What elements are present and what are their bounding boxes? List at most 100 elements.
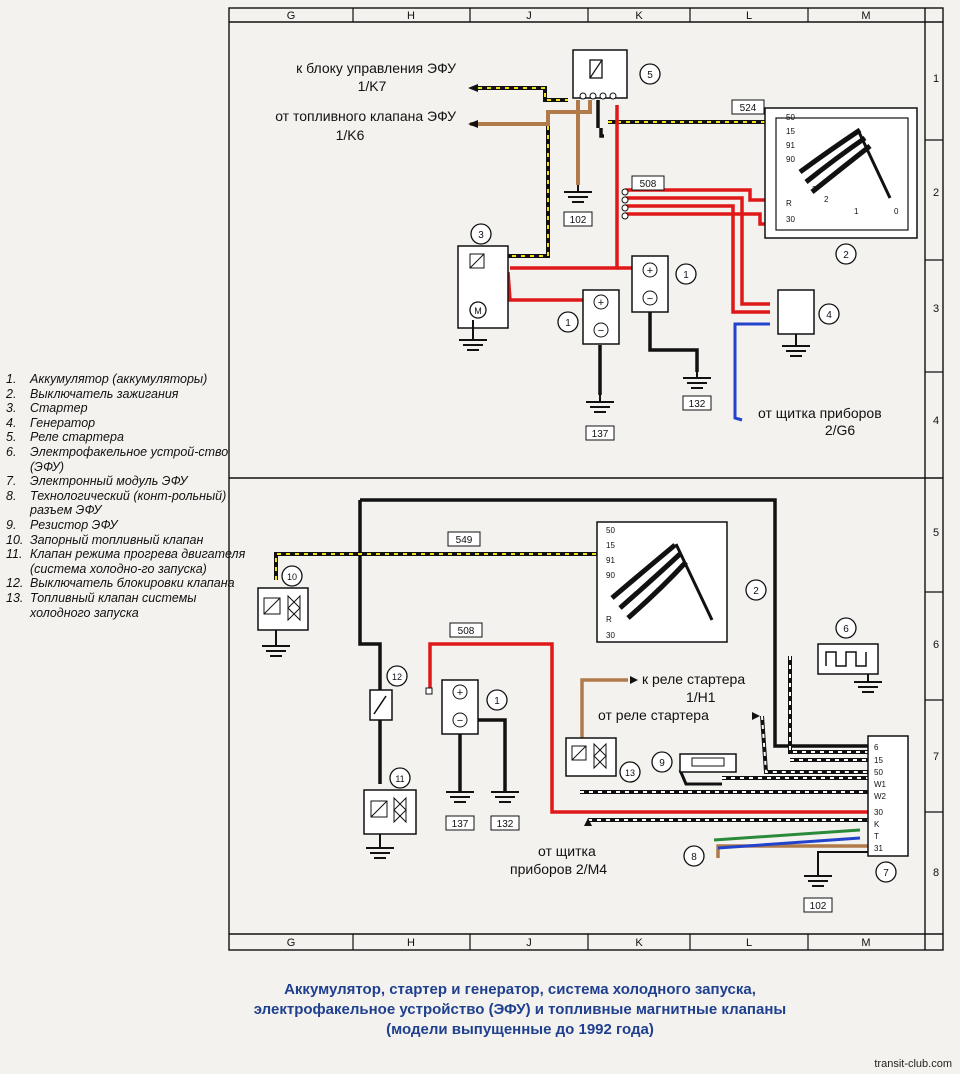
caption-line: электрофакельное устройство (ЭФУ) и топл… [253,1001,787,1018]
battery-b: + − [582,289,620,345]
legend-item: 4.Генератор [6,416,256,431]
legend-item: 7.Электронный модуль ЭФУ [6,474,256,489]
bottom-labels: к реле стартера 1/H1 от реле стартера от… [510,671,745,877]
ground-tag: 132 [497,819,514,830]
col-label: M [861,10,870,22]
warmup-valve [363,789,417,835]
terminal-label: 90 [786,155,795,164]
label-from-fuel-valve: от топливного клапана ЭФУ [275,108,456,124]
legend-item: 8.Технологический (конт-рольный) разъем … [6,489,256,518]
component-number: 6 [843,624,849,635]
callout-circle [619,761,641,783]
wire-tag: 508 [458,626,475,637]
module-terminal: 6 [874,743,879,752]
wire-tag-box [449,622,483,638]
grid-row-labels: 1 2 3 4 5 6 7 8 [933,73,939,879]
component-legend: 1.Аккумулятор (аккумуляторы) 2. Выключате… [6,372,256,620]
legend-item: 12.Выключатель блокировки клапана [6,576,256,591]
starter-relay [572,49,628,100]
label-from-dash-bottom-ref: приборов 2/M4 [510,861,607,877]
top-labels: к блоку управления ЭФУ 1/K7 от топливног… [275,60,881,438]
ground-tag: 102 [810,901,827,912]
component-number: 1 [494,696,500,707]
module-terminal: W1 [874,780,887,789]
label-from-fuel-valve-ref: 1/K6 [336,127,365,143]
row-label: 4 [933,415,939,427]
terminal-label: 91 [786,141,795,150]
label-to-efu-unit: к блоку управления ЭФУ [296,60,456,76]
legend-item: 3.Стартер [6,401,256,416]
label-to-starter-relay-ref: 1/H1 [686,689,716,705]
row-label: 3 [933,303,939,315]
component-number: 8 [691,852,697,863]
legend-item: 10.Запорный топливный клапан [6,533,256,548]
scale-label: 0 [894,207,899,216]
wire-black-white-bottom [274,552,868,822]
terminal-label: R [606,615,612,624]
terminal-label: 15 [786,127,795,136]
callout-circle [835,243,857,265]
legend-text: Электрофакельное устрой-ство (ЭФУ) [30,444,229,474]
callout-circle [835,617,857,639]
terminal-label: 30 [606,631,615,640]
ground-tag-box [682,395,712,411]
valve-lock-switch [369,689,393,721]
row-label: 5 [933,527,939,539]
grid-column-labels-bottom: G H J K L M [287,937,871,949]
legend-text: Стартер [30,401,88,416]
legend-text: Генератор [30,415,96,430]
wire-tag: 524 [740,103,757,114]
terminal-label: 50 [786,113,795,122]
callout-circle [875,861,897,883]
legend-text: Выключатель зажигания [30,386,179,401]
battery-minus: − [457,715,463,727]
callout-circle [639,63,661,85]
legend-text: Электронный модуль ЭФУ [30,474,188,489]
scale-label: 1 [854,207,859,216]
fuel-shutoff-valve [257,587,309,631]
wire-black-bottom [358,498,868,792]
ignition-switch-bottom: 50 15 91 90 R 30 [596,521,728,643]
legend-item: 1.Аккумулятор (аккумуляторы) [6,372,256,387]
legend-num: 10. [6,532,24,547]
legend-item: 9.Резистор ЭФУ [6,518,256,533]
wire-brown-top [470,100,592,185]
legend-num: 11. [6,547,23,562]
legend-text: Реле стартера [30,430,124,445]
col-label: K [635,937,643,949]
label-to-efu-unit-ref: 1/K7 [358,78,387,94]
col-label: J [526,937,532,949]
efu-module: 6 15 50 W1 W2 30 K T 31 [867,735,909,857]
wire-green-bottom [713,828,861,842]
label-to-starter-relay: к реле стартера [642,671,745,687]
wire-blue-bottom [717,836,861,850]
module-terminal: 31 [874,844,883,853]
ground-symbols-top [459,185,810,413]
callout-circle [683,845,705,867]
terminal-label: 90 [606,571,615,580]
ground-tag-box [445,815,475,831]
legend-num: 13. [6,590,24,605]
battery-a: + − [631,255,669,313]
legend-text: Топливный клапан системы холодного запус… [30,590,197,620]
battery-plus: + [457,687,463,699]
starter-motor: M [457,245,509,329]
component-number: 11 [395,774,404,784]
grid-frame [228,7,944,951]
component-number: 4 [826,310,832,321]
component-number: 10 [287,572,297,582]
legend-num: 2. [6,386,17,401]
caption-line: (модели выпущенные до 1992 года) [386,1021,654,1038]
module-terminal: T [874,832,879,841]
ground-tag: 137 [452,819,469,830]
col-label: H [407,937,415,949]
legend-text: Аккумулятор (аккумуляторы) [30,372,208,386]
terminal-label: 50 [606,526,615,535]
watermark: transit-club.com [874,1058,952,1070]
component-number: 1 [683,270,689,281]
legend-num: 5. [6,430,17,445]
battery-plus: + [647,265,653,277]
callout-circle [386,665,408,687]
battery-plus: + [598,297,604,309]
wire-tag: 549 [456,535,473,546]
